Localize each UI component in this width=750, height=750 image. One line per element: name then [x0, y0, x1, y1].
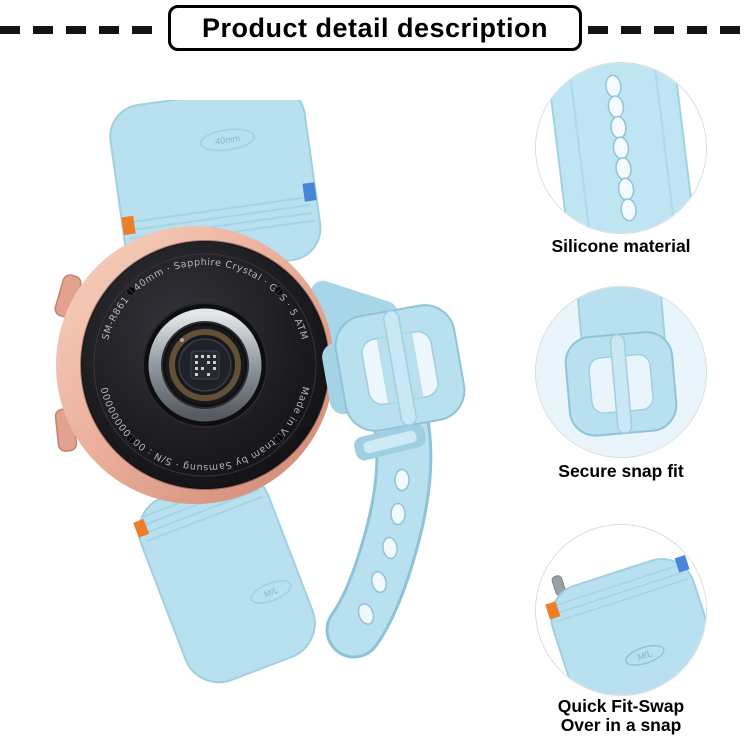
strap-end-texture: [555, 564, 689, 623]
strap-holes: [357, 468, 410, 625]
back-screws: [126, 286, 284, 444]
blue-accent: [302, 182, 317, 202]
callout-label-silicone: Silicone material: [551, 236, 691, 256]
callout-quickfit-circle: M/L: [535, 524, 707, 696]
watch-illustration: 40mm M/L: [54, 85, 466, 684]
strap-stamp-oval: [625, 644, 665, 666]
blue-accent: [674, 554, 690, 573]
callout-label-snapfit: Secure snap fit: [558, 461, 684, 481]
sensor-glint: [180, 338, 184, 342]
silicone-closeup: [536, 63, 706, 233]
dash-line-right: [588, 26, 750, 34]
keeper-loop: [354, 423, 426, 461]
sticker-dots: [195, 355, 216, 376]
closeup-buckle-pin: [609, 333, 633, 434]
strap-stamp-oval: [250, 580, 292, 604]
callout-silicone-circle: [535, 62, 707, 234]
buckle-pin: [382, 310, 418, 426]
dash-line-left: [0, 26, 162, 34]
strap-stamp-top: 40mm: [214, 133, 240, 146]
callout-snapfit-circle: [535, 286, 707, 458]
watch-back: SM-R861 · 40mm · Sapphire Crystal · GPS …: [54, 226, 334, 504]
closeup-buckle: [564, 331, 678, 437]
back-plate-ring: [93, 253, 317, 477]
callout-label-quickfit: Quick Fit-Swap Over in a snap: [508, 697, 734, 735]
silicone-holes: [605, 74, 637, 222]
watch-photo: 40mm M/L: [10, 85, 520, 720]
callout-label-quickfit-line1: Quick Fit-Swap: [557, 696, 685, 716]
orange-accent: [545, 601, 561, 620]
buckle: [322, 304, 466, 432]
page-title: Product detail description: [168, 5, 582, 51]
strap-stamp-oval: [200, 128, 256, 152]
callout-label-quickfit-line2: Over in a snap: [560, 715, 682, 735]
strap-stamp-bottom: M/L: [263, 585, 280, 600]
closeup-stamp: M/L: [636, 648, 653, 662]
buckle-closeup: [536, 287, 706, 457]
orange-accent: [121, 215, 136, 236]
sensor-cluster: [142, 302, 268, 428]
orange-accent: [133, 518, 150, 538]
quickfit-closeup: M/L: [536, 525, 706, 695]
